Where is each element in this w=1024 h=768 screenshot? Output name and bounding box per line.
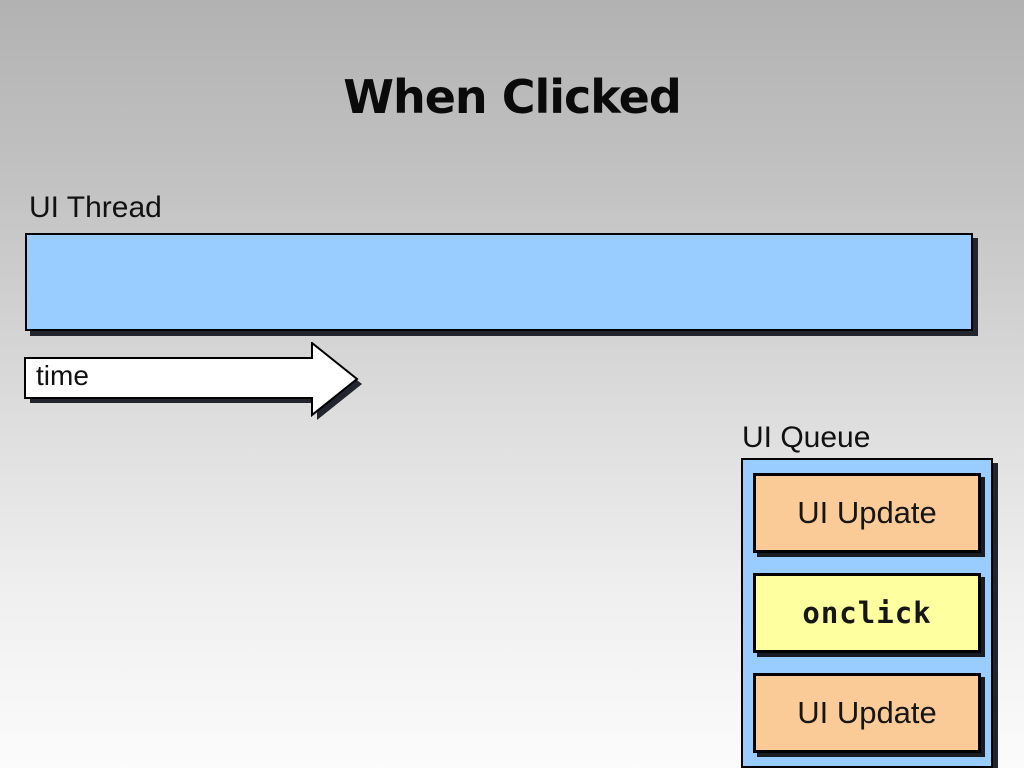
queue-item-ui-update-1: UI Update — [753, 473, 981, 553]
ui-queue-container: UI Update onclick UI Update — [741, 458, 993, 768]
time-arrow-icon — [24, 340, 362, 420]
ui-thread-bar — [25, 233, 973, 331]
ui-queue-label: UI Queue — [742, 421, 871, 454]
time-arrow — [24, 340, 366, 424]
time-arrow-label: time — [36, 360, 89, 391]
slide-title: When Clicked — [343, 70, 682, 124]
ui-thread-label: UI Thread — [29, 191, 162, 224]
queue-item-onclick: onclick — [753, 573, 981, 653]
queue-item-ui-update-2: UI Update — [753, 673, 981, 753]
